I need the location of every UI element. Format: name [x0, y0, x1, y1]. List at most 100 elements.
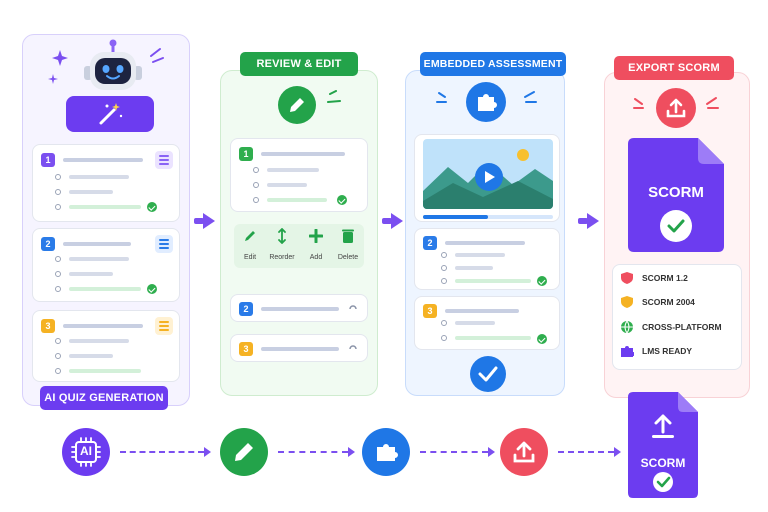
check-icon — [667, 219, 685, 233]
question-number: 3 — [41, 319, 55, 333]
flow-arrow-head — [391, 213, 403, 229]
stage-label-export-scorm: EXPORT SCORM — [614, 56, 734, 80]
flow-arrow — [578, 218, 588, 224]
flow-dashed-arrow-head — [488, 447, 495, 457]
pencil-icon — [290, 98, 304, 112]
list-icon — [155, 317, 173, 335]
reorder-tool-label[interactable]: Reorder — [269, 254, 295, 261]
reorder-icon[interactable] — [276, 228, 288, 244]
upload-icon — [513, 441, 535, 463]
upload-icon — [666, 98, 686, 118]
spark-lines-icon — [327, 90, 341, 103]
flow-puzzle-badge — [362, 428, 410, 476]
drag-handle-icon[interactable] — [347, 343, 359, 355]
spark-lines-icon — [706, 97, 719, 109]
globe-icon — [621, 320, 633, 334]
question-card[interactable]: 2 — [414, 228, 560, 290]
check-badge — [660, 210, 692, 242]
question-card-collapsed[interactable]: 3 — [230, 334, 368, 362]
spark-lines-icon — [524, 91, 537, 103]
question-number: 3 — [423, 304, 437, 318]
spark-lines-icon — [150, 48, 164, 63]
spark-lines-icon — [633, 98, 644, 109]
play-button[interactable] — [475, 163, 503, 191]
check-icon — [147, 202, 157, 212]
spark-lines-icon — [436, 92, 447, 103]
chip-icon — [71, 437, 101, 467]
flow-arrow-head — [587, 213, 599, 229]
delete-tool-label[interactable]: Delete — [337, 254, 359, 261]
check-icon — [478, 366, 498, 382]
video-card[interactable] — [414, 134, 560, 222]
flow-scorm-label: SCORM — [640, 456, 686, 470]
puzzle-icon — [621, 346, 634, 357]
magic-wand-badge — [66, 96, 154, 132]
question-number: 2 — [423, 236, 437, 250]
add-icon[interactable] — [309, 229, 323, 243]
sparkle-icon — [48, 74, 58, 84]
flow-dashed-arrow-head — [204, 447, 211, 457]
shield-icon — [621, 296, 633, 308]
check-icon — [337, 195, 347, 205]
puzzle-badge — [466, 82, 506, 122]
ai-chip-label: AI — [80, 444, 92, 458]
question-number: 3 — [239, 342, 253, 356]
complete-check-badge — [470, 356, 506, 392]
flow-dashed-arrow-head — [614, 447, 621, 457]
question-card[interactable]: 3 — [414, 296, 560, 350]
feature-scorm-2004: SCORM 2004 — [642, 297, 695, 307]
edit-tool-label[interactable]: Edit — [243, 254, 257, 261]
puzzle-icon — [478, 94, 497, 111]
question-card[interactable]: 2 — [32, 228, 180, 302]
pencil-icon — [235, 443, 253, 461]
scorm-document-icon — [628, 138, 724, 252]
check-icon — [147, 284, 157, 294]
check-icon — [537, 276, 547, 286]
edit-toolbar: Edit Reorder Add Delete — [234, 224, 364, 268]
flow-scorm-document-icon — [628, 392, 698, 498]
flow-dashed-arrow-head — [348, 447, 355, 457]
flow-pencil-badge — [220, 428, 268, 476]
flow-arrow-head — [203, 213, 215, 229]
ai-chip-badge: AI — [62, 428, 110, 476]
add-tool-label[interactable]: Add — [309, 254, 323, 261]
list-icon — [155, 235, 173, 253]
feature-lms-ready: LMS READY — [642, 346, 693, 356]
flow-arrow — [382, 218, 392, 224]
stage-label-ai-generation: AI QUIZ GENERATION — [40, 386, 168, 410]
play-icon — [485, 171, 495, 183]
flow-dashed-line — [420, 451, 488, 453]
feature-cross-platform: CROSS-PLATFORM — [642, 322, 722, 332]
pencil-icon[interactable] — [243, 229, 257, 243]
robot-icon — [84, 39, 142, 90]
question-card[interactable]: 1 — [230, 138, 368, 212]
question-card-collapsed[interactable]: 2 — [230, 294, 368, 322]
question-card[interactable]: 1 — [32, 144, 180, 222]
flow-dashed-line — [120, 451, 204, 453]
question-number: 2 — [41, 237, 55, 251]
magic-wand-icon — [99, 103, 123, 125]
flow-upload-badge — [500, 428, 548, 476]
drag-handle-icon[interactable] — [347, 303, 359, 315]
question-card[interactable]: 3 — [32, 310, 180, 382]
stage-label-embedded-assessment: EMBEDDED ASSESSMENT — [420, 52, 566, 76]
shield-icon — [621, 272, 633, 284]
question-number: 2 — [239, 302, 253, 316]
flow-dashed-line — [558, 451, 614, 453]
pencil-badge — [278, 86, 316, 124]
puzzle-icon — [377, 444, 398, 461]
progress-track[interactable] — [423, 215, 553, 219]
flow-dashed-line — [278, 451, 348, 453]
check-icon — [537, 334, 547, 344]
flow-arrow — [194, 218, 204, 224]
question-number: 1 — [239, 147, 253, 161]
progress-fill — [423, 215, 488, 219]
sparkle-icon — [52, 50, 68, 66]
list-icon — [155, 151, 173, 169]
stage-label-review-edit: REVIEW & EDIT — [240, 52, 358, 76]
scorm-document-label: SCORM — [648, 184, 704, 201]
question-number: 1 — [41, 153, 55, 167]
feature-scorm-12: SCORM 1.2 — [642, 273, 688, 283]
upload-badge — [656, 88, 696, 128]
trash-icon[interactable] — [341, 228, 355, 244]
